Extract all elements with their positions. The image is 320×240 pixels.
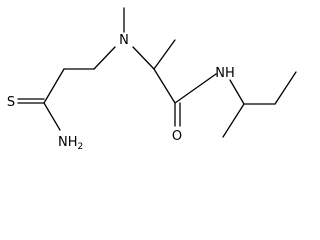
- atom-amide-oxygen: O: [172, 129, 182, 144]
- bond-nh-ch: [229, 79, 245, 105]
- atom-amine-nitrogen: N: [119, 33, 129, 48]
- atom-thioamide-nh2: NH2: [58, 135, 83, 152]
- bond-ch-methyl: [153, 39, 176, 70]
- bond-n-ch2: [93, 46, 116, 70]
- atom-thioamide-nh2-symbol: NH: [58, 135, 78, 150]
- molecule-structure: N S NH2 O NH: [7, 7, 297, 152]
- atom-labels: N S NH2 O NH: [7, 33, 235, 152]
- bond-carbonyl-nh: [174, 73, 217, 104]
- atom-amide-nh: NH: [215, 66, 235, 81]
- bond-ch2-cthio: [43, 68, 65, 104]
- bond-cthio-nh2: [43, 102, 61, 131]
- atom-thione-sulfur: S: [7, 95, 15, 110]
- bond-ch-carbonyl: [153, 68, 176, 104]
- atom-thioamide-nh2-subscript: 2: [78, 142, 84, 152]
- bond-sbu-ch3: [274, 71, 297, 105]
- bond-n-ch: [132, 46, 155, 70]
- bond-sbu-methyl: [222, 103, 245, 138]
- bond-lines: [17, 7, 297, 138]
